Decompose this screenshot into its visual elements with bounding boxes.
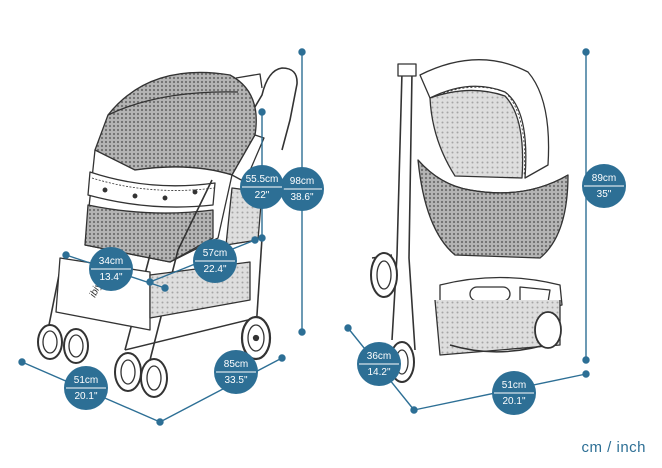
badge-base-length-inch: 33.5": [224, 375, 247, 386]
badge-total-height-cm: 98cm: [290, 176, 314, 187]
front-right-wheels: [114, 352, 168, 398]
badge-handle-height: 55.5cm 22": [240, 165, 284, 209]
badge-seat-width-cm: 34cm: [99, 256, 123, 267]
badge-folded-width-inch: 20.1": [502, 396, 525, 407]
badge-folded-depth-cm: 36cm: [367, 351, 391, 362]
dimension-badges: 98cm 38.6" 55.5cm 22" 57cm 22.4" 34cm 13…: [64, 164, 626, 415]
badge-handle-height-cm: 55.5cm: [246, 174, 279, 185]
rear-wheel: [240, 315, 272, 361]
badge-base-length-cm: 85cm: [224, 359, 248, 370]
badge-folded-width-cm: 51cm: [502, 380, 526, 391]
badge-folded-height-cm: 89cm: [592, 173, 616, 184]
folded-stroller-illustration: [370, 59, 569, 383]
badge-folded-height-inch: 35": [597, 189, 612, 200]
folded-side-wheel: [370, 252, 398, 298]
units-legend: cm / inch: [581, 439, 646, 456]
badge-seat-length: 57cm 22.4": [193, 239, 237, 283]
badge-seat-length-inch: 22.4": [203, 264, 226, 275]
canopy: [94, 71, 257, 176]
badge-base-length: 85cm 33.5": [214, 350, 258, 394]
badge-folded-depth: 36cm 14.2": [357, 342, 401, 386]
badge-seat-length-cm: 57cm: [203, 248, 227, 259]
badge-folded-depth-inch: 14.2": [367, 367, 390, 378]
open-stroller-illustration: ibiyaya: [37, 67, 298, 398]
badge-base-width-cm: 51cm: [74, 375, 98, 386]
badge-handle-height-inch: 22": [255, 190, 270, 201]
badge-folded-width: 51cm 20.1": [492, 371, 536, 415]
badge-total-height-inch: 38.6": [290, 192, 313, 203]
badge-base-width: 51cm 20.1": [64, 366, 108, 410]
badge-seat-width: 34cm 13.4": [89, 247, 133, 291]
badge-base-width-inch: 20.1": [74, 391, 97, 402]
badge-folded-height: 89cm 35": [582, 164, 626, 208]
badge-seat-width-inch: 13.4": [99, 272, 122, 283]
front-left-wheels: [37, 324, 89, 364]
badge-total-height: 98cm 38.6": [280, 167, 324, 211]
